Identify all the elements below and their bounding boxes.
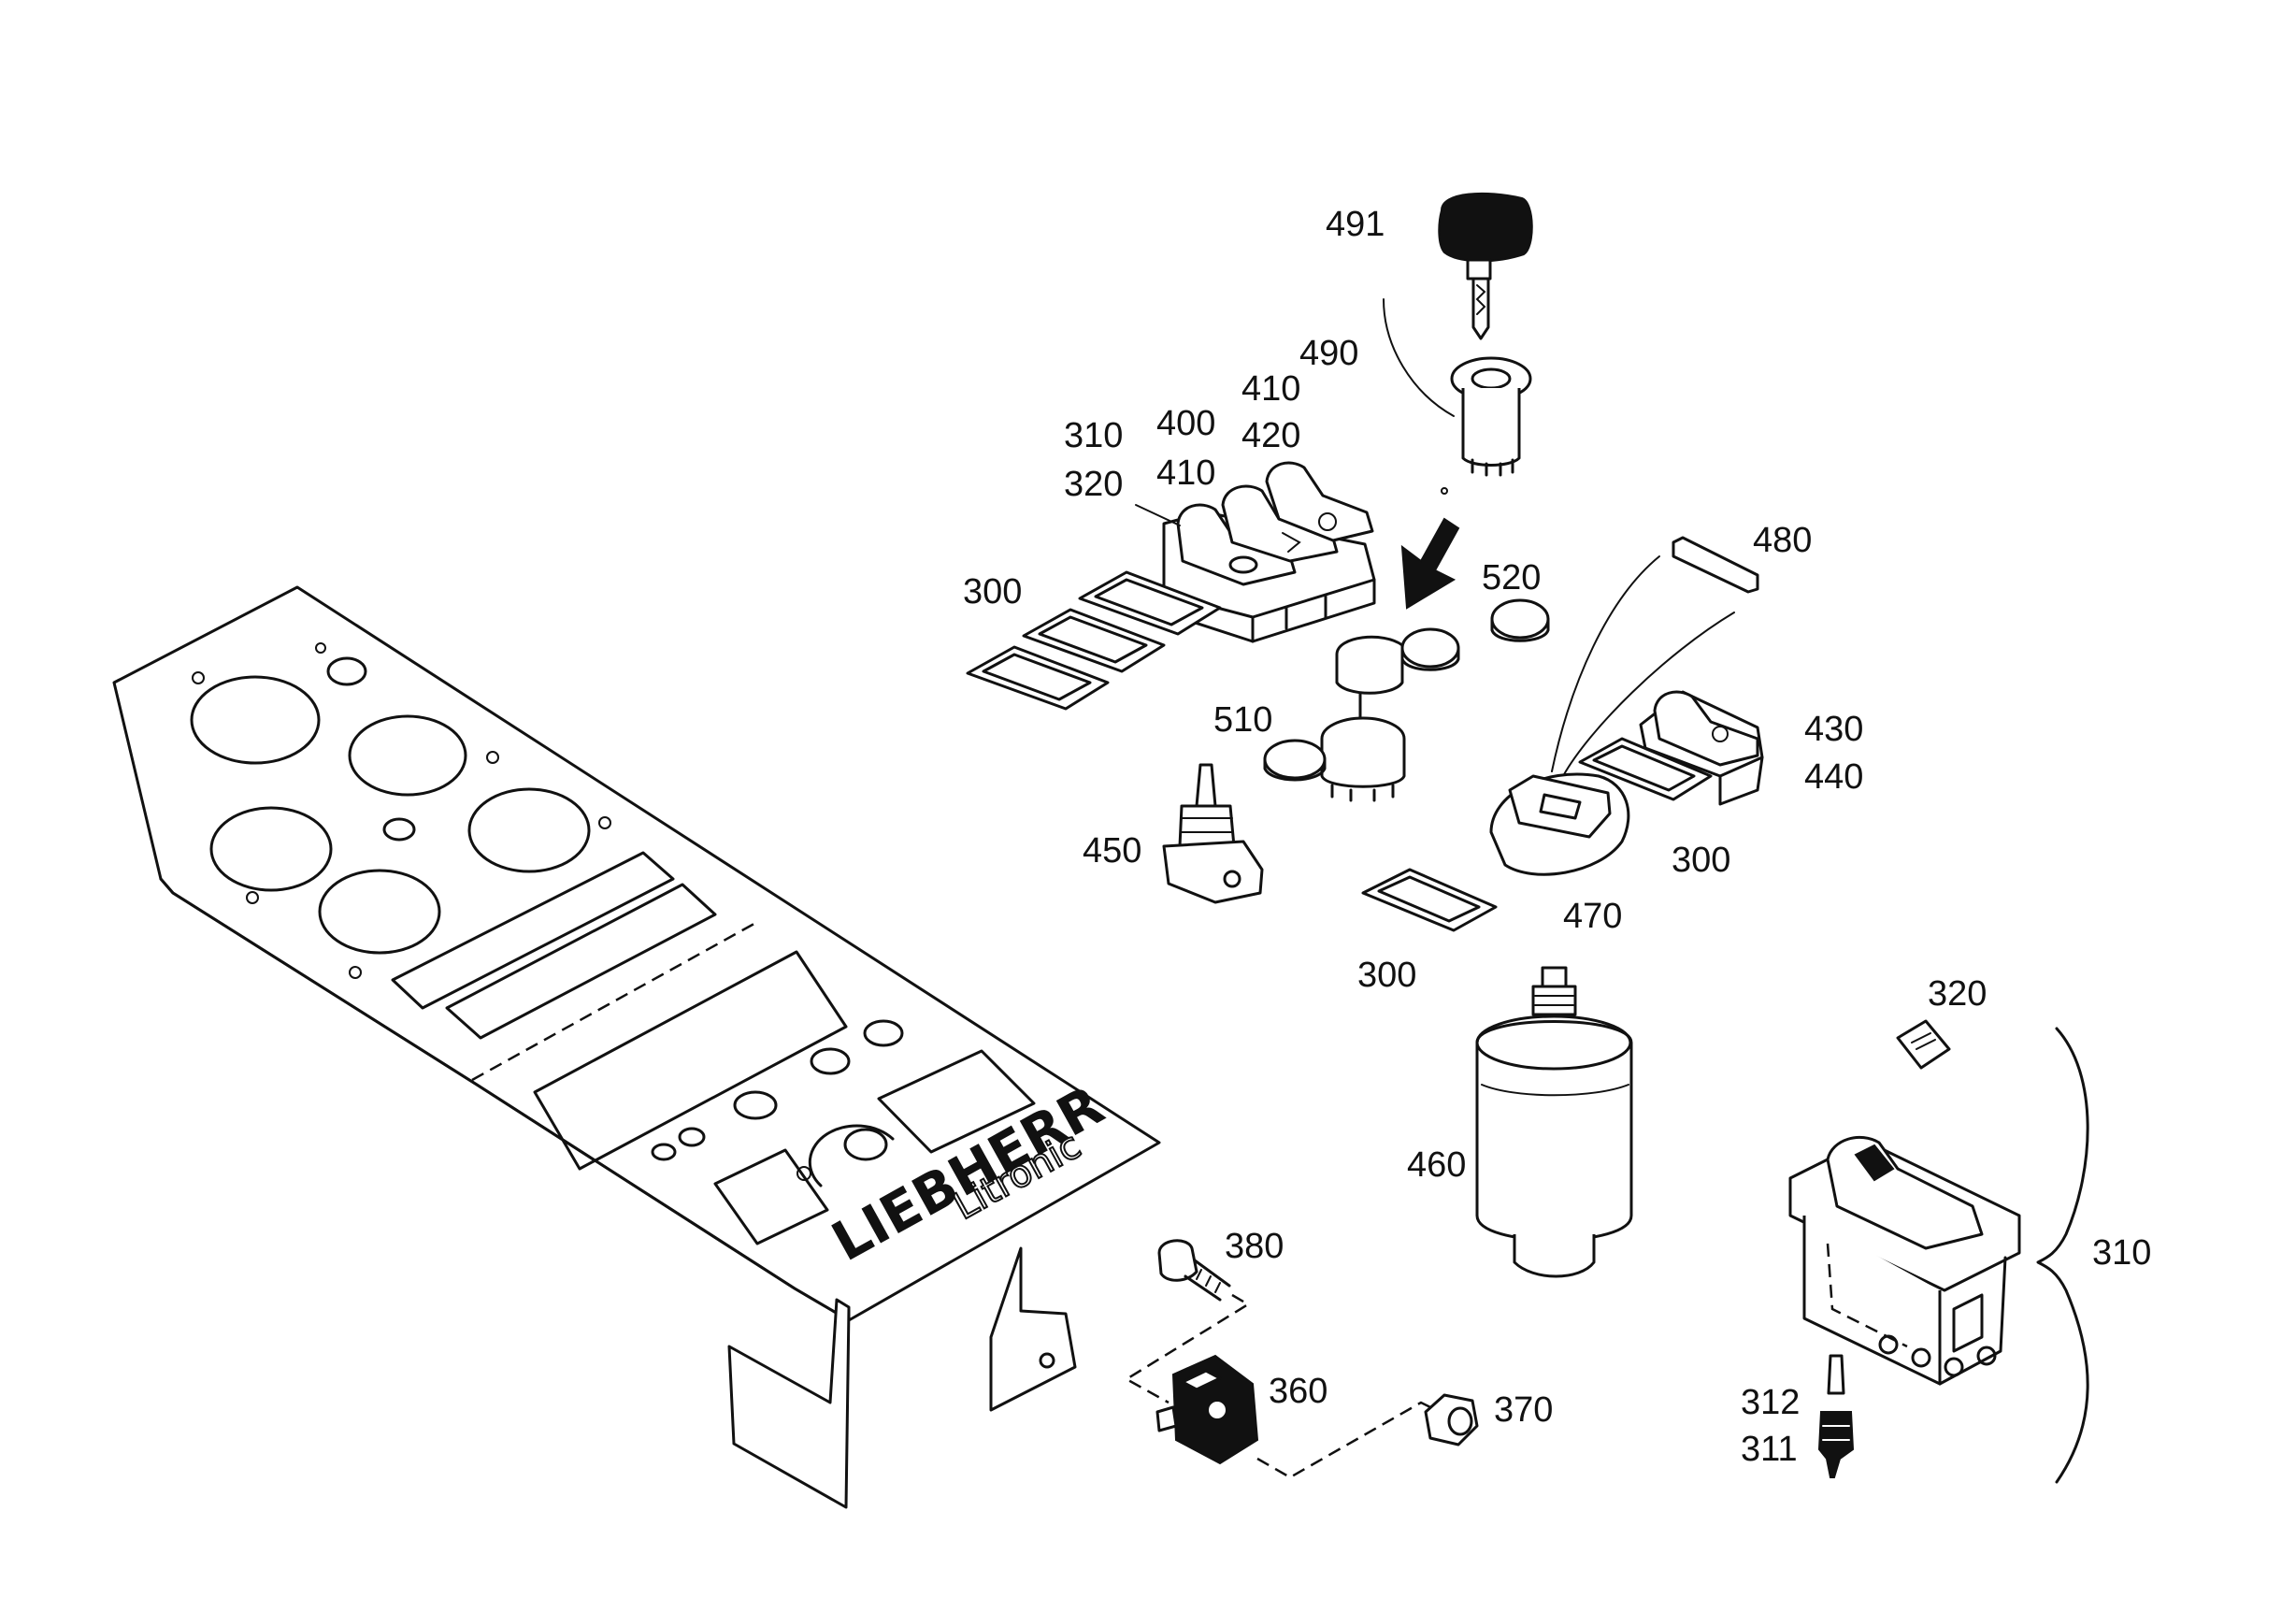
- display-window-5: [713, 1148, 829, 1245]
- label-490: 490: [1299, 334, 1358, 373]
- nut-370: [1424, 1393, 1479, 1446]
- ignition-key: [1438, 192, 1533, 340]
- dashboard-panel: LIEBHERR Litronic: [112, 585, 1161, 1509]
- label-300-c: 300: [1357, 956, 1416, 995]
- label-410-b: 410: [1156, 453, 1215, 493]
- gauge-hole-2: [348, 714, 467, 797]
- display-window-3: [533, 950, 848, 1171]
- label-400: 400: [1156, 404, 1215, 443]
- display-window-2: [445, 883, 717, 1040]
- gauge-hole-3: [209, 806, 333, 892]
- label-491: 491: [1326, 205, 1385, 244]
- key-switch: [1320, 635, 1406, 802]
- display-window-4: [877, 1049, 1036, 1154]
- label-440: 440: [1804, 757, 1863, 797]
- brace-310: [2036, 1027, 2089, 1484]
- display-window-1: [391, 851, 675, 1010]
- label-360: 360: [1269, 1372, 1327, 1411]
- rotary-switch: [1489, 772, 1630, 876]
- label-370: 370: [1494, 1390, 1553, 1430]
- label-420: 420: [1241, 416, 1300, 455]
- frame-300-upper: [966, 570, 1222, 711]
- rocker-switch-430: [1639, 690, 1764, 806]
- connector-360: [1155, 1354, 1259, 1465]
- mounting-bracket: [727, 1298, 851, 1509]
- gauge-hole-4: [467, 787, 591, 873]
- cap-520: [1400, 598, 1550, 671]
- label-320-a: 320: [1064, 465, 1123, 504]
- ignition-lock: [1450, 356, 1532, 477]
- screw-380: [1157, 1239, 1231, 1302]
- label-300-a: 300: [963, 572, 1022, 612]
- cap-510: [1263, 739, 1327, 782]
- label-312: 312: [1741, 1383, 1800, 1422]
- toggle-switch: [1162, 763, 1264, 904]
- frame-300-lower: [1361, 868, 1498, 932]
- label-480: 480: [1753, 521, 1812, 560]
- rocker-switch-group: [1162, 461, 1376, 643]
- frame-300-right: [1578, 737, 1713, 801]
- label-450: 450: [1083, 831, 1141, 871]
- lamp-312: [1827, 1354, 1845, 1395]
- label-310-b: 310: [2092, 1233, 2151, 1273]
- label-470: 470: [1563, 897, 1622, 936]
- gauge-hole-5: [318, 869, 441, 955]
- label-520: 520: [1482, 558, 1541, 597]
- rocker-switch-310: [1788, 1135, 2021, 1386]
- label-300-b: 300: [1672, 841, 1730, 880]
- lens-480: [1672, 536, 1759, 594]
- label-380: 380: [1225, 1227, 1284, 1266]
- label-311: 311: [1741, 1430, 1798, 1469]
- label-410-a: 410: [1241, 369, 1300, 409]
- symbol-insert-320: [1896, 1019, 1951, 1070]
- label-510: 510: [1213, 700, 1272, 740]
- direction-arrow: [1400, 517, 1460, 610]
- label-430: 430: [1804, 710, 1863, 749]
- lamp-socket-311: [1817, 1411, 1855, 1478]
- label-310-a: 310: [1064, 416, 1123, 455]
- buzzer-460: [1475, 966, 1633, 1278]
- gauge-hole-1: [190, 675, 321, 765]
- label-320-b: 320: [1928, 974, 1987, 1014]
- label-460: 460: [1407, 1145, 1466, 1185]
